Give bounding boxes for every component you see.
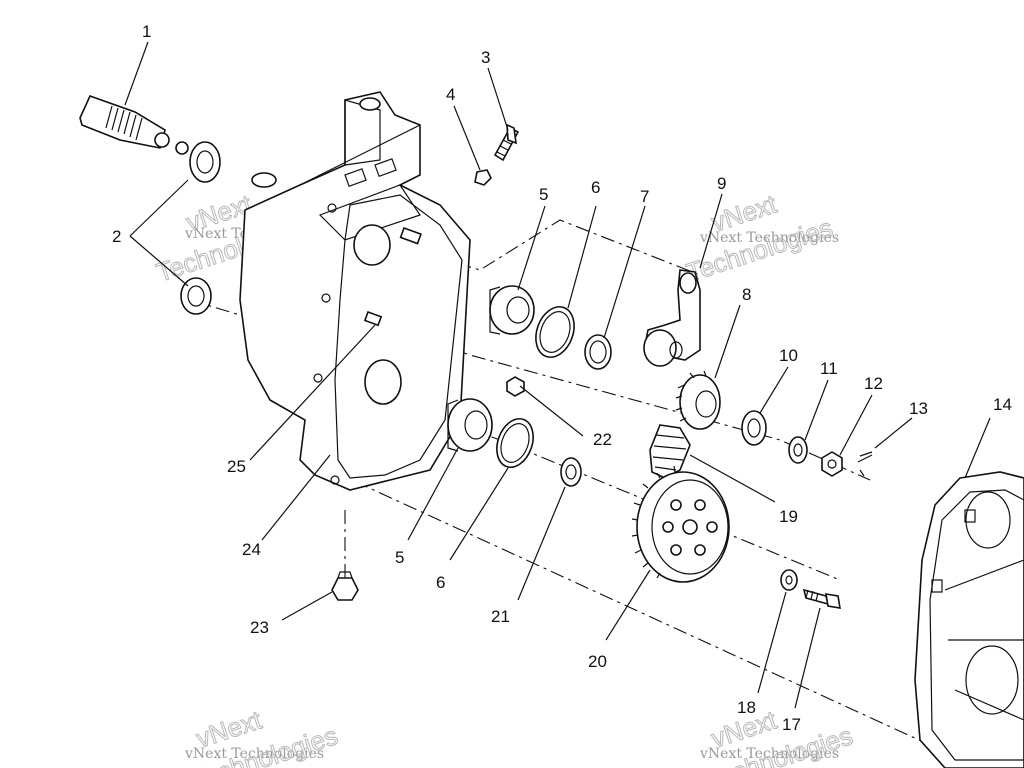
callout-9: 9 <box>717 174 726 193</box>
part-8-upper-sprocket <box>675 370 721 430</box>
callout-6-lower: 6 <box>436 573 445 592</box>
part-9-tensioner-arm <box>643 269 701 367</box>
part-18-washer <box>780 569 798 591</box>
part-20-lower-sprocket <box>631 465 730 583</box>
callout-4: 4 <box>446 85 455 104</box>
part-5-bearing-upper <box>489 285 535 335</box>
watermark-text: vNext Technologies <box>184 746 324 762</box>
callout-25: 25 <box>227 457 246 476</box>
part-13-cotter-pin <box>857 451 873 477</box>
part-11-washer <box>788 436 808 464</box>
callout-numbers: 1 2 3 4 5 6 7 8 9 10 11 12 13 14 17 18 1… <box>112 22 1012 734</box>
callout-5-lower: 5 <box>395 548 404 567</box>
watermark-text: vNext Technologies <box>699 746 839 762</box>
callout-8: 8 <box>742 285 751 304</box>
part-22-nut <box>506 376 525 397</box>
part-12-nut <box>821 451 843 477</box>
callout-2: 2 <box>112 227 121 246</box>
part-3-bolt <box>493 123 520 162</box>
part-6-snap-ring-upper <box>535 306 575 358</box>
callout-3: 3 <box>481 48 490 67</box>
callout-12: 12 <box>864 374 883 393</box>
callout-20: 20 <box>588 652 607 671</box>
part-5-bearing-lower <box>447 398 493 452</box>
callout-7: 7 <box>640 187 649 206</box>
callout-21: 21 <box>491 607 510 626</box>
part-4-nut <box>474 169 492 186</box>
callout-14: 14 <box>993 395 1012 414</box>
part-21-washer <box>560 457 582 487</box>
part-14-chaincase-cover <box>914 471 1024 768</box>
part-25-gasket <box>334 194 463 479</box>
leader-lines <box>124 41 991 709</box>
callout-23: 23 <box>250 618 269 637</box>
callout-11: 11 <box>820 359 838 378</box>
part-1-shaft <box>79 95 189 155</box>
part-17-bolt <box>802 588 841 609</box>
callout-1: 1 <box>142 22 151 41</box>
part-19-chain <box>649 424 691 479</box>
callout-5-upper: 5 <box>539 185 548 204</box>
callout-22: 22 <box>593 430 612 449</box>
part-7-seal <box>584 334 612 370</box>
part-23-drain-plug <box>331 571 359 601</box>
callout-6-upper: 6 <box>591 178 600 197</box>
watermark-text: vNext Technologies <box>699 230 839 246</box>
part-10-washer <box>741 410 767 446</box>
part-2-seals <box>180 141 221 315</box>
callout-19: 19 <box>779 507 798 526</box>
callout-13: 13 <box>909 399 928 418</box>
part-6-snap-ring-lower <box>496 417 534 469</box>
callout-24: 24 <box>242 540 261 559</box>
callout-17: 17 <box>782 715 801 734</box>
part-24-chaincase-housing <box>239 91 471 491</box>
callout-10: 10 <box>779 346 798 365</box>
callout-18: 18 <box>737 698 756 717</box>
